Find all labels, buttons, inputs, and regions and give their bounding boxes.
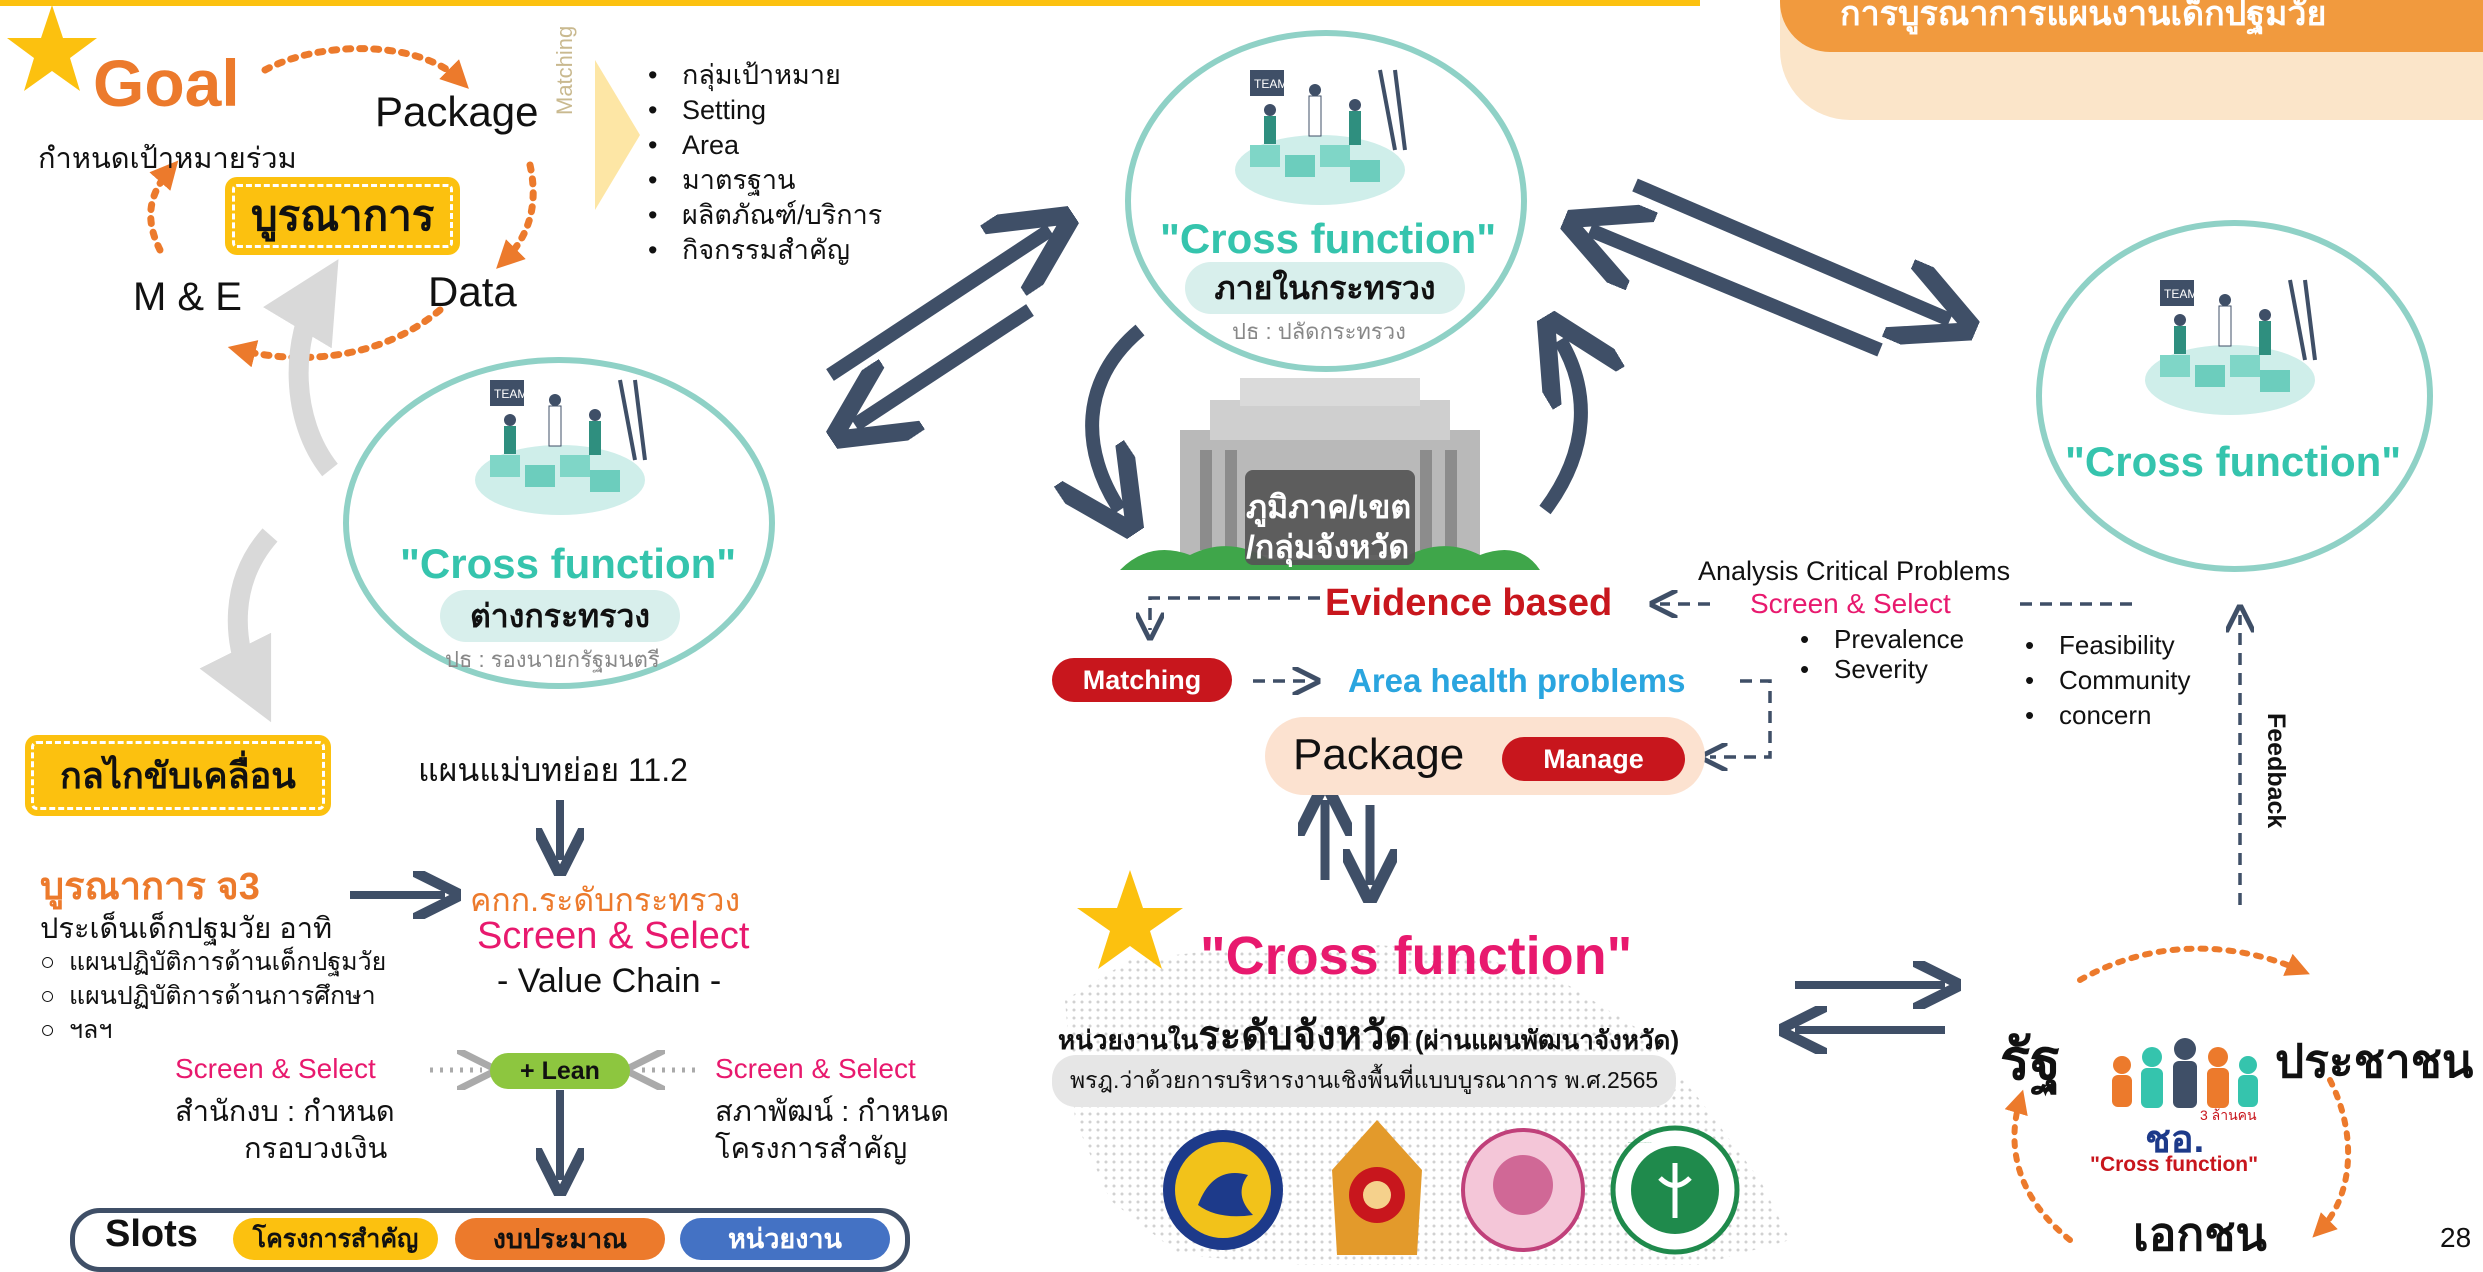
triad-private: เอกชน <box>2133 1208 2267 1260</box>
slot-budget: งบประมาณ <box>455 1218 665 1260</box>
evidence-title: Evidence based <box>1325 582 1613 624</box>
province-prefix: หน่วยงานใน <box>1058 1025 1199 1055</box>
integration-j3-list: ○ แผนปฏิบัติการด้านเด็กปฐมวัย ○ แผนปฏิบั… <box>40 945 386 1047</box>
cf-top-pill: ภายในกระทรวง <box>1185 262 1465 314</box>
header-title: การบูรณาการแผนงานเด็กปฐมวัย <box>1840 0 2327 33</box>
header-line <box>0 0 1700 6</box>
bullet-item: Severity <box>1800 654 1964 684</box>
bullet-item: ผลิตภัณฑ์/บริการ <box>648 198 882 233</box>
team-illustration-icon: TEAM <box>1235 69 1407 205</box>
header-title-box <box>1780 0 2483 52</box>
team-illustration-icon: TEAM <box>2145 279 2317 415</box>
lean-right-line1: สภาพัฒน์ : กำหนด <box>715 1096 950 1128</box>
integration-center: บูรณาการ <box>225 177 461 255</box>
evidence-screen-select: Screen & Select <box>1750 588 1951 619</box>
province-line: หน่วยงานในระดับจังหวัด (ผ่านแผนพัฒนาจังห… <box>1058 1003 1679 1067</box>
province-cf-title: "Cross function" <box>1200 926 1633 986</box>
triad-state: รัฐ <box>2000 1028 2061 1091</box>
me-label: M & E <box>133 275 242 319</box>
bullet-item: concern <box>2025 698 2190 733</box>
integration-j3-sub: ประเด็นเด็กปฐมวัย อาทิ <box>40 913 333 945</box>
building-label-1: ภูมิภาค/เขต <box>1246 489 1412 525</box>
bullet-item: กิจกรรมสำคัญ <box>648 233 882 268</box>
package-bullets: กลุ่มเป้าหมาย Setting Area มาตรฐาน ผลิตภ… <box>648 58 882 268</box>
cf-left-chair: ปธ : รองนายกรัฐมนตรี <box>445 647 660 672</box>
package-label: Package <box>375 88 539 135</box>
seal-3-icon <box>1461 1128 1585 1252</box>
mechanism-label: กลไกขับเคลื่อน <box>25 735 331 816</box>
bullet-item: Prevalence <box>1800 624 1964 654</box>
cf-right-title: "Cross function" <box>2065 438 2402 485</box>
lean-left-line1: สำนักงบ : กำหนด <box>175 1096 395 1128</box>
logo-cf-text: "Cross function" <box>2090 1153 2259 1176</box>
page-number: 28 <box>2440 1222 2472 1253</box>
cf-left-pill: ต่างกระทรวง <box>440 590 680 642</box>
manage-badge: Manage <box>1502 737 1685 781</box>
team-sign-text: TEAM <box>494 387 527 401</box>
province-level: ระดับจังหวัด <box>1198 1014 1411 1058</box>
building-icon <box>1120 378 1540 570</box>
province-suffix: (ผ่านแผนพัฒนาจังหวัด) <box>1414 1025 1680 1055</box>
bullet-item: กลุ่มเป้าหมาย <box>648 58 882 93</box>
slot-agency: หน่วยงาน <box>680 1218 890 1260</box>
lean-left-title: Screen & Select <box>175 1053 376 1084</box>
list-item: ○ ฯลฯ <box>40 1016 113 1044</box>
cf-top-chair: ปธ : ปลัดกระทรวง <box>1232 319 1406 344</box>
people-group-icon <box>2112 1038 2258 1108</box>
lean-badge: + Lean <box>490 1053 630 1089</box>
area-problems-label: Area health problems <box>1348 662 1686 699</box>
goal-subtitle: กำหนดเป้าหมายร่วม <box>38 143 297 175</box>
bullet-item: Setting <box>648 93 882 128</box>
evidence-col2: Feasibility Community concern <box>2025 628 2190 733</box>
cf-left-title: "Cross function" <box>400 540 737 587</box>
cf-top-title: "Cross function" <box>1160 215 1497 262</box>
matching-badge: Matching <box>1052 658 1232 702</box>
building-label-2: /กลุ่มจังหวัด <box>1246 529 1410 565</box>
analysis-label: Analysis Critical Problems <box>1698 556 2011 586</box>
province-decree: พรฎ.ว่าด้วยการบริหารงานเชิงพื้นที่แบบบูร… <box>1052 1055 1677 1107</box>
data-label: Data <box>428 268 517 315</box>
seal-4-text: กระทรวงสาธารณสุข MINISTRY OF PUBLIC HEAL… <box>1628 1141 1652 1145</box>
seal-4-icon: กระทรวงสาธารณสุข MINISTRY OF PUBLIC HEAL… <box>1610 1125 1740 1255</box>
logo-small-text: 3 ล้านคน <box>2200 1107 2257 1123</box>
team-sign-text: TEAM <box>1254 77 1287 91</box>
bullet-item: Area <box>648 128 882 163</box>
team-illustration-icon: TEAM <box>475 379 647 515</box>
feedback-label: Feedback <box>2262 713 2290 829</box>
triad-people: ประชาชน <box>2275 1035 2474 1087</box>
list-item: ○ แผนปฏิบัติการด้านการศึกษา <box>40 982 376 1010</box>
bullet-item: มาตรฐาน <box>648 163 882 198</box>
integration-j3-title: บูรณาการ จ3 <box>40 866 260 908</box>
logo-main-text: ชอ. <box>2145 1119 2205 1161</box>
value-chain-label: - Value Chain - <box>497 962 722 1000</box>
list-item: ○ แผนปฏิบัติการด้านเด็กปฐมวัย <box>40 948 387 976</box>
goal-title: Goal <box>93 46 240 120</box>
evidence-col1: Prevalence Severity <box>1800 624 1964 684</box>
matching-vertical-label: Matching <box>552 25 577 115</box>
package-box-label: Package <box>1293 730 1465 779</box>
slot-project: โครงการสำคัญ <box>233 1218 438 1260</box>
seal-2-icon <box>1332 1120 1422 1255</box>
slots-label: Slots <box>105 1213 198 1255</box>
bullet-item: Feasibility <box>2025 628 2190 663</box>
seal-1-icon <box>1163 1130 1283 1250</box>
ministry-screen-select: Screen & Select <box>477 915 750 957</box>
bullet-item: Community <box>2025 663 2190 698</box>
lean-right-line2: โครงการสำคัญ <box>715 1133 908 1165</box>
master-plan-label: แผนแม่บทย่อย 11.2 <box>418 752 688 788</box>
lean-right-title: Screen & Select <box>715 1053 916 1084</box>
ministry-committee-title: คกก.ระดับกระทรวง <box>470 882 741 918</box>
lean-left-line2: กรอบวงเงิน <box>244 1133 388 1165</box>
team-sign-text: TEAM <box>2164 287 2197 301</box>
